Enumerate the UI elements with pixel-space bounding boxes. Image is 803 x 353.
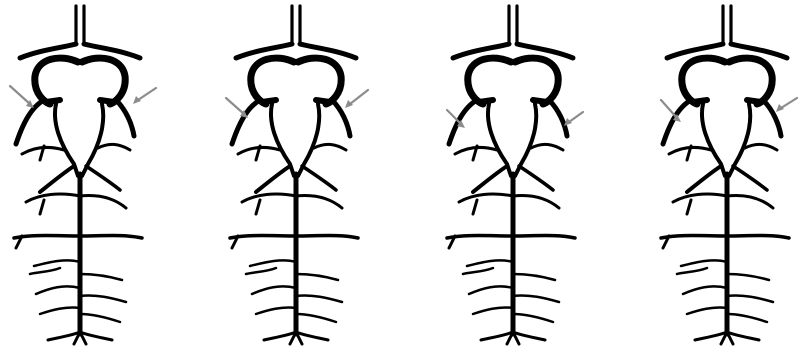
left-pointer-arrow [10,86,34,108]
right-pointer-arrow [564,112,583,126]
right-pointer-arrow [345,90,368,108]
vessel-tree-panel-3 [447,6,583,344]
left-pointer-arrow [226,98,248,118]
right-pointer-arrow [776,98,797,112]
vessel-tree-panel-2 [226,6,368,344]
vessel-tree-panel-4 [661,6,797,344]
right-pointer-arrow [133,88,156,104]
vessel-tree-panel-1 [10,6,156,344]
